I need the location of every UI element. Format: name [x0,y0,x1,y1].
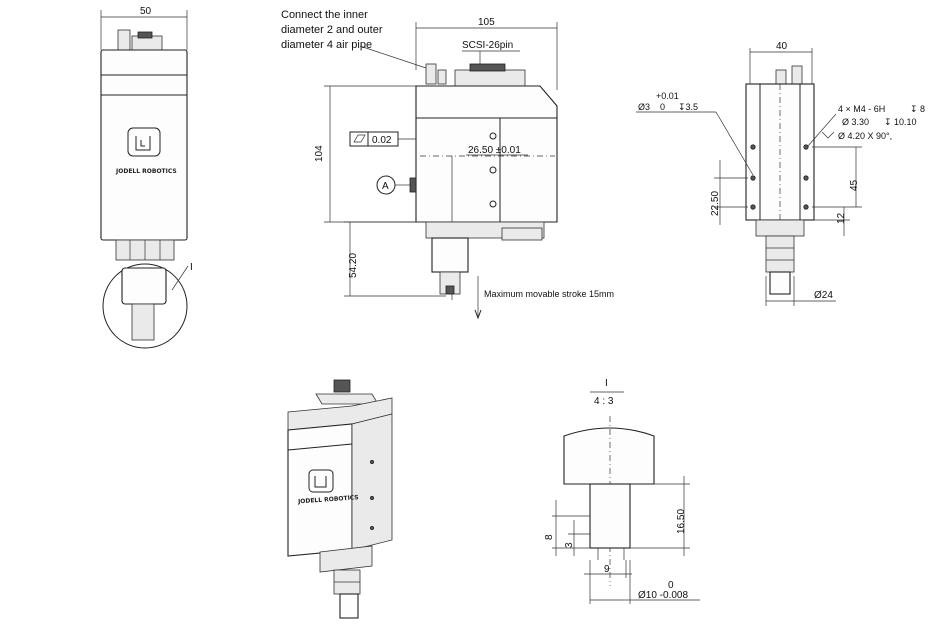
thread-depth: ↧ 8 [910,104,925,114]
end-shaft-dia: Ø24 [814,290,833,301]
front-brand-text: JODELL ROBOTICS [115,168,177,175]
side-width-dim: 105 [478,17,495,28]
iso-brand-text: JODELL ROBOTICS [297,494,359,505]
shaft-length-dim: 54.20 [348,253,359,278]
detail-dim-9: 9 [604,564,610,575]
dim-22-50: 22.50 [710,191,721,216]
iso-view: JODELL ROBOTICS [287,379,393,619]
end-view: 40 +0.01 Ø3 0 ↧3.5 4 × M4 - 6H ↧ 8 Ø 3.3… [636,41,925,306]
air-note-line-3: diameter 4 air pipe [281,39,372,51]
detail-dim-8: 8 [544,534,555,540]
detail-tol-upper: 0 [668,580,674,591]
detail-dim-3: 3 [564,542,575,548]
detail-circle [102,263,188,349]
detail-shaft-dia: Ø10 -0.008 [638,590,688,601]
detail-dim-16-50: 16.50 [676,509,687,534]
stroke-note: Maximum movable stroke 15mm [484,289,614,299]
hole-diameter: Ø3 [638,102,650,112]
connector-label: SCSI-26pin [462,40,513,51]
air-note-line-1: Connect the inner [281,9,368,21]
detail-scale: 4 : 3 [594,396,614,407]
flatness-value: 0.02 [372,135,392,146]
brand-logo: JODELL ROBOTICS [115,127,177,175]
dim-45: 45 [849,179,860,191]
dim-12: 12 [836,212,847,224]
end-width-dim: 40 [776,41,788,52]
hole-tol-upper: +0.01 [656,91,679,101]
hole-spacing-dim: 26.50 ±0.01 [468,145,521,156]
chamfer-spec: Ø 4.20 X 90°, [838,131,892,141]
side-height-dim: 104 [314,145,325,162]
hole-depth: ↧3.5 [678,102,698,112]
hole-tol-lower: 0 [660,102,665,112]
iso-brand-logo: JODELL ROBOTICS [297,469,359,505]
air-note-line-2: diameter 2 and outer [281,24,383,36]
detail-view: I 4 : 3 16.50 8 3 9 0 Ø10 -0.00 [544,378,700,604]
drill-spec: Ø 3.30 [842,117,869,127]
side-view: Connect the inner diameter 2 and outer d… [281,9,614,320]
front-width-dim: 50 [140,6,152,17]
thread-spec: 4 × M4 - 6H [838,104,885,114]
detail-label: I [605,378,608,389]
front-detail-label: I [190,262,193,273]
front-view: 50 JODELL ROBOTICS I [100,6,193,349]
drill-depth: ↧ 10.10 [884,117,917,127]
datum-label: A [382,181,389,192]
